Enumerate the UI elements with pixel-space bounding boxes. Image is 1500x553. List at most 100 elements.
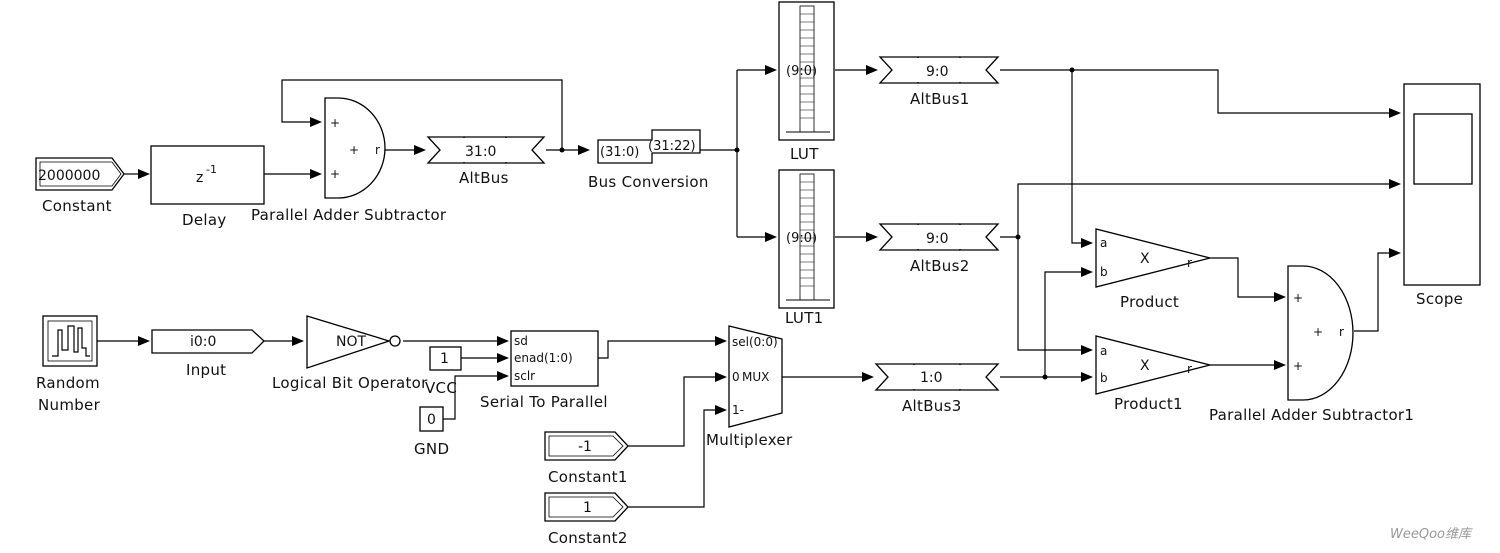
adder-mid: + <box>349 143 359 157</box>
adder-block[interactable]: + + + r Parallel Adder Subtractor <box>251 97 447 224</box>
altbus2-block[interactable]: 9:0 AltBus2 <box>878 223 1000 275</box>
mux-port-1: 1- <box>732 403 744 417</box>
s2p-port-enad: enad(1:0) <box>514 351 573 365</box>
input-block[interactable]: i0:0 Input <box>151 329 265 379</box>
wire-altbus3-products <box>1000 271 1081 378</box>
constant1-block[interactable]: -1 Constant1 <box>544 431 629 486</box>
random-label-2: Number <box>38 396 101 414</box>
wire-adder1-scope <box>1354 252 1389 332</box>
altbus3-block[interactable]: 1:0 AltBus3 <box>874 363 1000 415</box>
product-label: Product <box>1120 293 1179 311</box>
input-value: i0:0 <box>190 334 216 350</box>
altbus3-value: 1:0 <box>920 370 943 386</box>
gnd-label: GND <box>414 440 449 458</box>
scope-block[interactable]: Scope <box>1403 83 1481 308</box>
product-port-b: b <box>1100 265 1108 279</box>
lut-label: LUT <box>790 145 819 163</box>
delay-label: Delay <box>182 211 227 229</box>
busconv-block[interactable]: (31:0) (31:22) Bus Conversion <box>588 129 709 191</box>
product1-port-r: r <box>1187 362 1192 376</box>
constant-value: 2000000 <box>38 168 100 184</box>
delay-block[interactable]: z -1 Delay <box>150 145 265 229</box>
mux-text: MUX <box>742 370 769 384</box>
not-value: NOT <box>336 334 366 350</box>
lut1-table <box>786 173 830 301</box>
product-x: X <box>1140 251 1150 267</box>
multiplexer-block[interactable]: sel(0:0) 0 MUX 1- Multiplexer <box>706 325 793 449</box>
s2p-label: Serial To Parallel <box>480 393 608 411</box>
wire-altbus1-scope <box>1000 69 1389 114</box>
altbus2-label: AltBus2 <box>910 257 970 275</box>
altbus-block[interactable]: 31:0 AltBus <box>426 136 546 187</box>
not-block[interactable]: NOT Logical Bit Operator <box>272 315 428 392</box>
constant2-label: Constant2 <box>548 529 628 547</box>
busconv-right: (31:22) <box>648 139 696 154</box>
vcc-value: 1 <box>440 351 449 367</box>
wire-constant1-mux <box>628 376 715 447</box>
adder1-in1: + <box>1293 291 1303 305</box>
adder1-mid: + <box>1313 325 1323 339</box>
lut-text: (9:0) <box>786 64 817 79</box>
vcc-block[interactable]: 1 VCC <box>425 346 462 397</box>
altbus-label: AltBus <box>459 169 509 187</box>
watermark-text: WeeQoo维库 <box>1390 527 1473 542</box>
scope-label: Scope <box>1416 290 1463 308</box>
delay-exp: -1 <box>206 163 217 176</box>
adder-label: Parallel Adder Subtractor <box>251 206 447 224</box>
product1-x: X <box>1140 358 1150 374</box>
s2p-port-sclr: sclr <box>514 369 535 383</box>
constant2-block[interactable]: 1 Constant2 <box>544 492 629 547</box>
lut1-block[interactable]: (9:0) LUT1 <box>778 169 835 327</box>
product1-port-a: a <box>1100 344 1107 358</box>
lut1-text: (9:0) <box>786 231 817 246</box>
altbus1-block[interactable]: 9:0 AltBus1 <box>878 56 1000 108</box>
random-label-1: Random <box>36 374 100 392</box>
gnd-value: 0 <box>427 412 436 428</box>
wire-altbus2-product1 <box>1017 237 1081 351</box>
wire-altbus2-scope <box>1000 183 1389 238</box>
gnd-block[interactable]: 0 GND <box>414 406 449 458</box>
adder1-label: Parallel Adder Subtractor1 <box>1209 406 1414 424</box>
product1-block[interactable]: a b X r Product1 <box>1095 335 1211 413</box>
wire-gnd-s2p <box>443 375 497 420</box>
adder-in1: + <box>330 116 340 130</box>
busconv-left: (31:0) <box>600 145 639 160</box>
altbus-value: 31:0 <box>465 144 496 160</box>
altbus1-label: AltBus1 <box>910 90 970 108</box>
product-block[interactable]: a b X r Product <box>1095 228 1211 311</box>
busconv-label: Bus Conversion <box>588 173 709 191</box>
constant-block[interactable]: 2000000 Constant <box>35 157 125 215</box>
wire-product-adder1 <box>1210 257 1274 298</box>
lut-block[interactable]: (9:0) LUT <box>778 1 835 163</box>
wire-s2p-mux <box>598 340 715 359</box>
adder1-block[interactable]: + + + r Parallel Adder Subtractor1 <box>1209 265 1414 424</box>
altbus3-label: AltBus3 <box>902 397 962 415</box>
constant2-value: 1 <box>583 500 592 516</box>
adder-out: r <box>375 143 380 157</box>
wire-altbus1-product <box>1071 70 1081 244</box>
lut-table <box>786 5 830 133</box>
delay-z: z <box>196 170 203 186</box>
s2p-port-sd: sd <box>514 334 528 348</box>
product-port-r: r <box>1187 256 1192 270</box>
s2p-block[interactable]: sd enad(1:0) sclr Serial To Parallel <box>480 330 608 411</box>
adder1-in2: + <box>1293 359 1303 373</box>
constant-label: Constant <box>42 197 112 215</box>
input-label: Input <box>186 361 226 379</box>
wire-feedback <box>281 79 563 150</box>
not-label: Logical Bit Operator <box>272 374 428 392</box>
product-port-a: a <box>1100 236 1107 250</box>
product1-port-b: b <box>1100 371 1108 385</box>
adder-in2: + <box>330 167 340 181</box>
wire-busconv-luts <box>703 69 765 238</box>
mux-label: Multiplexer <box>706 431 793 449</box>
mux-sel: sel(0:0) <box>732 335 778 349</box>
adder1-out: r <box>1339 325 1344 339</box>
vcc-label: VCC <box>425 379 457 397</box>
wire-constant2-mux <box>628 409 715 508</box>
altbus1-value: 9:0 <box>926 64 949 80</box>
constant1-value: -1 <box>578 439 592 455</box>
random-number-block[interactable]: Random Number <box>36 315 101 414</box>
wires <box>97 65 1401 508</box>
